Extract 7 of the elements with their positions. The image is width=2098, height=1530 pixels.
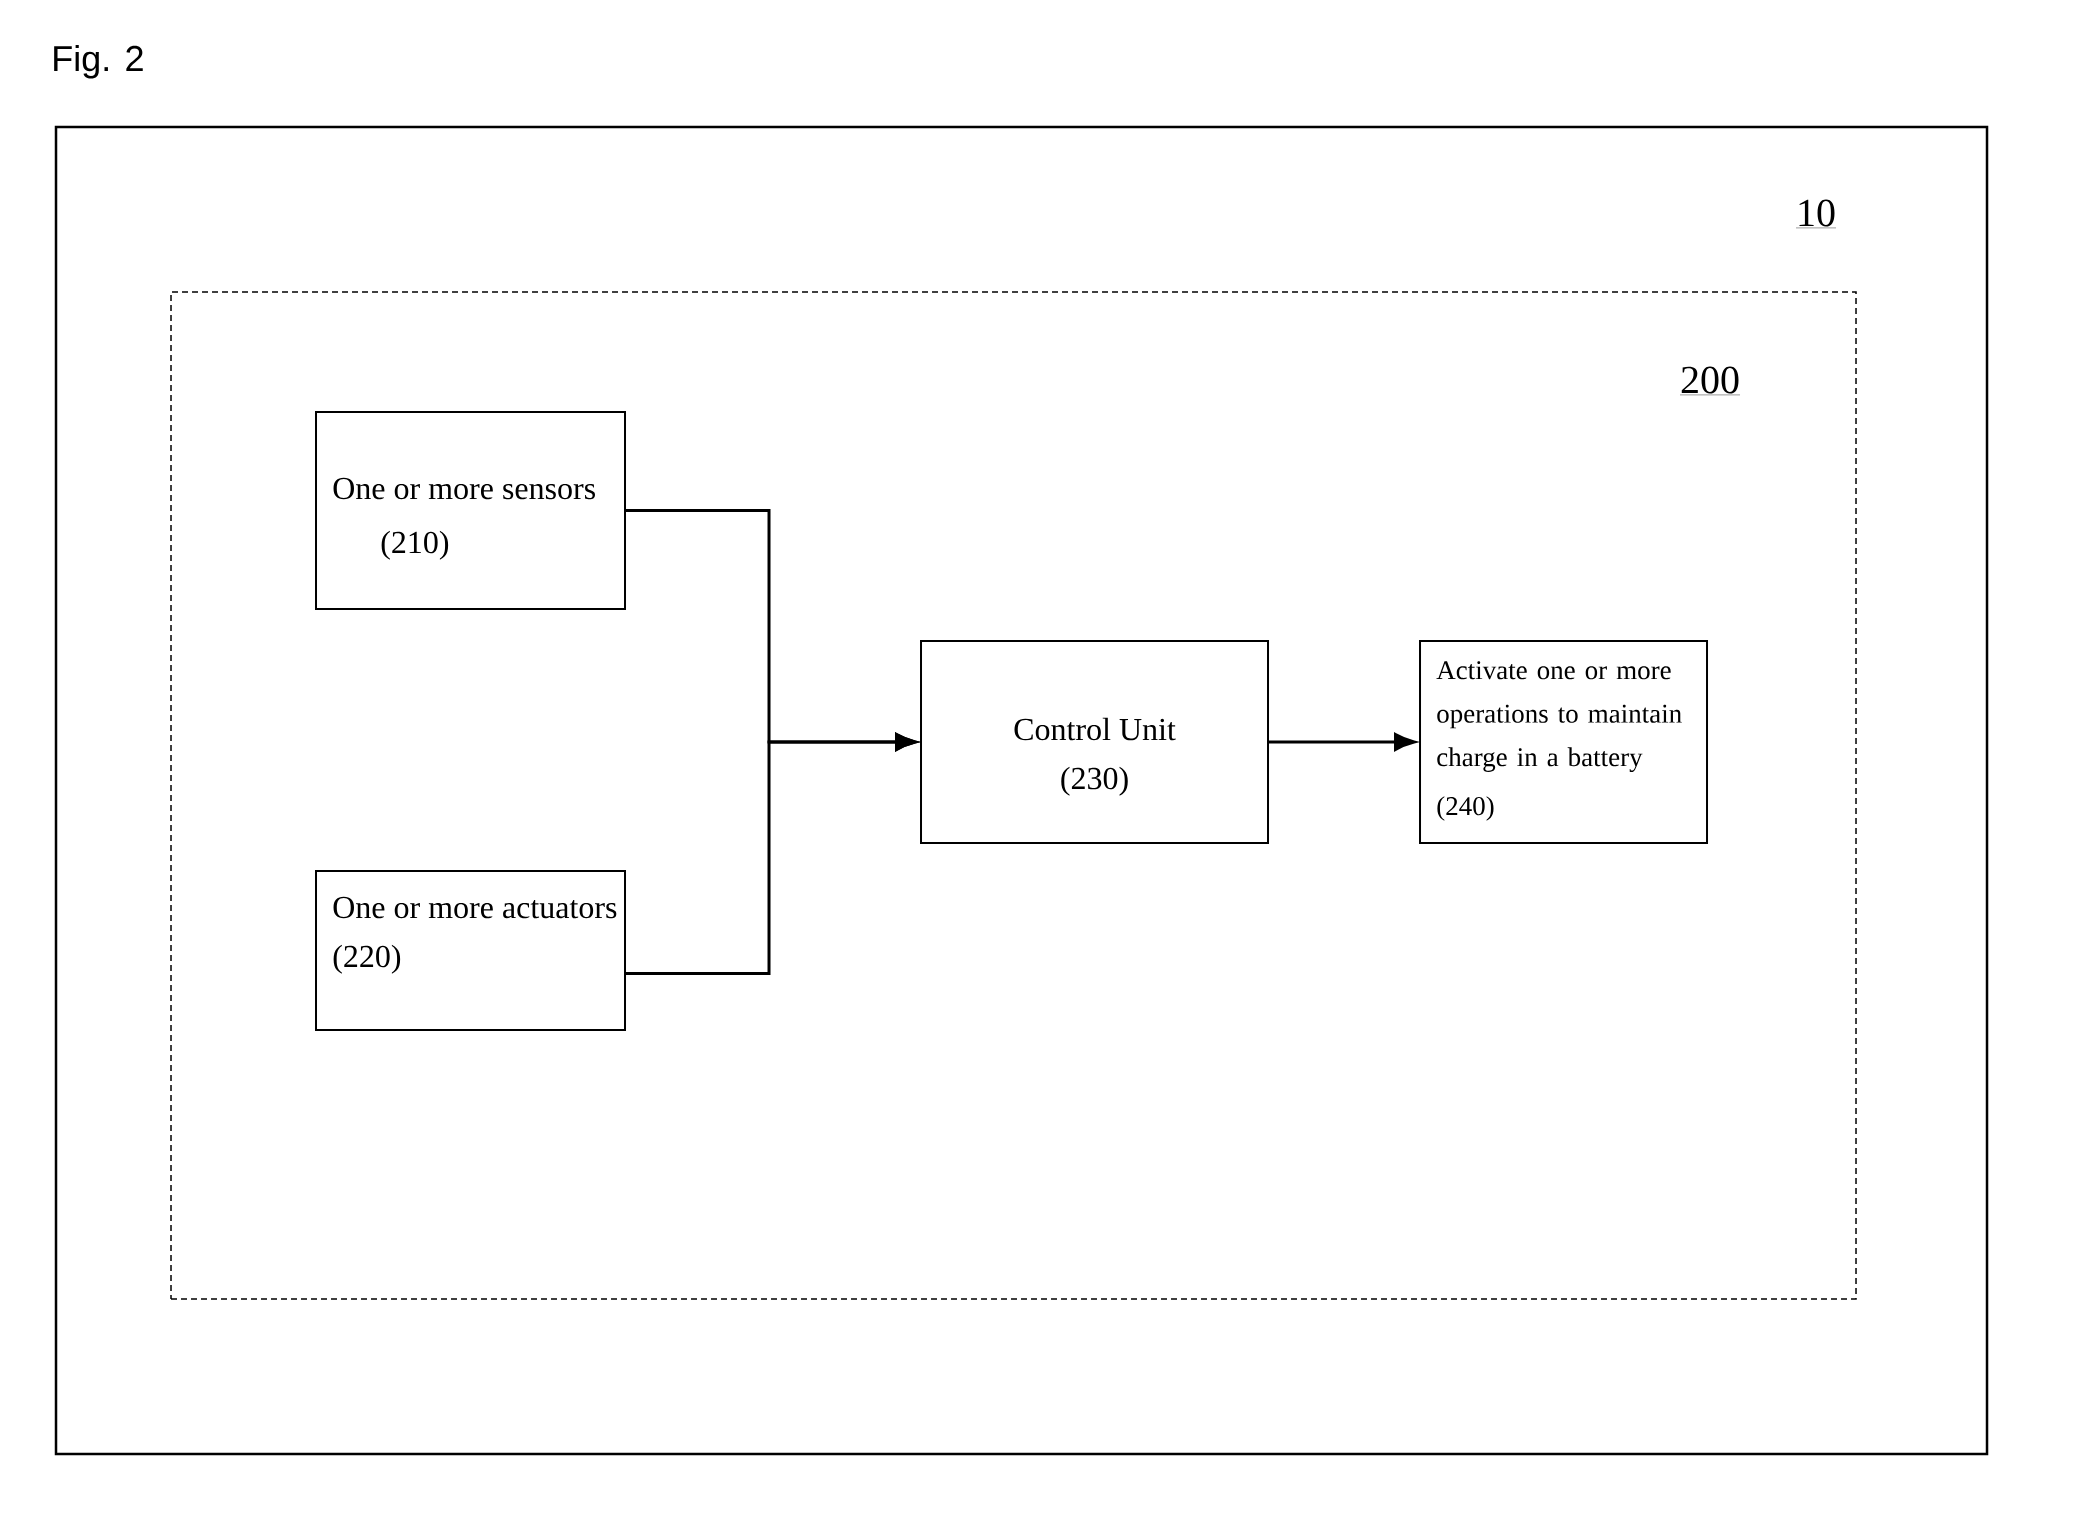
process-box: One or more actuators (220) — [315, 870, 626, 1031]
process-box: One or more sensors (210) — [315, 411, 626, 610]
connector-arrow — [1268, 733, 1416, 751]
process-box: Control Unit (230) — [920, 640, 1269, 844]
process-box: Activate one or more operations to maintain charge in a battery (240) — [1419, 640, 1708, 844]
figure-label: Fig. 2 — [54, 44, 143, 79]
connector-arrow — [625, 733, 917, 975]
